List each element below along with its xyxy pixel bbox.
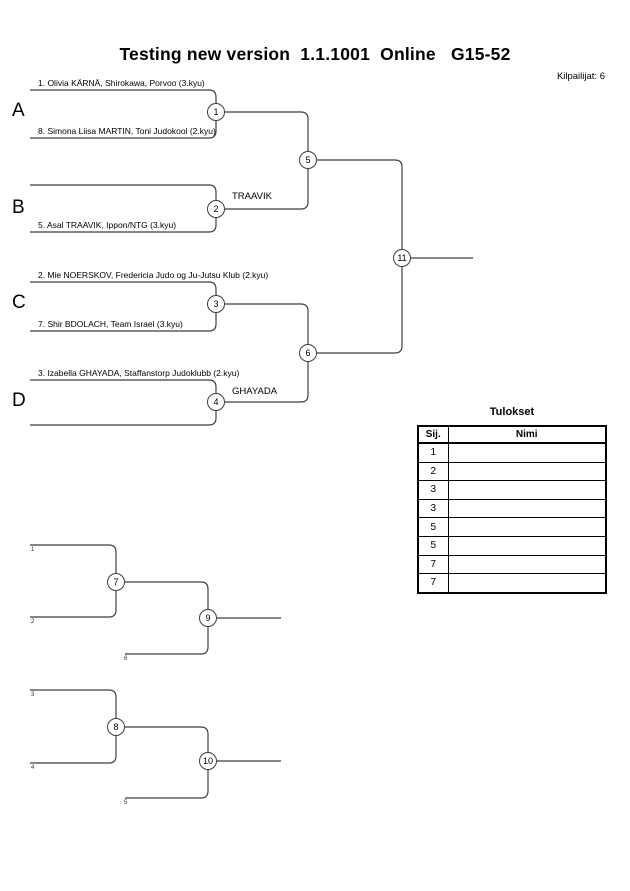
- match-circle-4: 4: [207, 393, 225, 411]
- match-circle-6: 6: [299, 344, 317, 362]
- results-col-sij: Sij.: [417, 425, 449, 444]
- result-rank-cell: 3: [417, 480, 449, 500]
- connector-line: [30, 727, 117, 764]
- result-rank-cell: 5: [417, 517, 449, 537]
- result-row: 7: [417, 573, 607, 594]
- repechage-seed-5: 5: [124, 800, 128, 806]
- match-circle-3: 3: [207, 295, 225, 313]
- match-circle-7: 7: [107, 573, 125, 591]
- result-rank-cell: 1: [417, 442, 449, 463]
- connector-line: [116, 726, 209, 761]
- connector-line: [30, 379, 217, 402]
- player-label: 5. Asal TRAAVIK, Ippon/NTG (3.kyu): [38, 220, 177, 230]
- match-circle-10: 10: [199, 752, 217, 770]
- result-row: 2: [417, 461, 607, 482]
- connector-line: [125, 618, 209, 655]
- winner-label-traavik: TRAAVIK: [232, 191, 272, 202]
- match-circle-9: 9: [199, 609, 217, 627]
- result-name-cell: [447, 535, 607, 556]
- results-header-row: Sij. Nimi: [417, 425, 607, 444]
- match-circle-2: 2: [207, 200, 225, 218]
- connector-line: [30, 281, 217, 304]
- result-name-cell: [447, 480, 607, 500]
- pool-letter-c: C: [12, 292, 26, 313]
- match-circle-11: 11: [393, 249, 411, 267]
- winner-label-ghayada: GHAYADA: [232, 386, 278, 397]
- player-label: 7. Shir BDOLACH, Team Israel (3.kyu): [38, 319, 183, 329]
- pool-letter-d: D: [12, 390, 26, 411]
- results-col-nimi: Nimi: [447, 425, 607, 444]
- connector-line: [216, 111, 309, 160]
- connector-line: [216, 160, 309, 210]
- connector-line: [125, 761, 209, 799]
- connector-line: [116, 581, 209, 618]
- result-name-cell: [447, 442, 607, 463]
- result-rank-cell: 3: [417, 498, 449, 519]
- results-table: Sij. Nimi 1 2 3 3 5: [417, 425, 607, 594]
- result-name-cell: [447, 498, 607, 519]
- result-rank-cell: 7: [417, 554, 449, 575]
- competitor-count-label: Kilpailijat: 6: [556, 71, 605, 82]
- connector-line: [30, 689, 117, 727]
- match-circle-5: 5: [299, 151, 317, 169]
- repechage-seed-2: 2: [31, 619, 35, 625]
- result-row: 1: [417, 442, 607, 463]
- connector-line: [308, 258, 403, 354]
- repechage-seed-6: 6: [124, 656, 128, 662]
- player-label: 1. Olivia KÄRNÄ, Shirokawa, Porvoo (3.ky…: [38, 78, 205, 88]
- result-row: 5: [417, 535, 607, 556]
- connector-line: [216, 353, 309, 403]
- results-title: Tulokset: [489, 406, 535, 418]
- repechage-seed-3: 3: [31, 692, 35, 698]
- match-circle-8: 8: [107, 718, 125, 736]
- connector-line: [30, 184, 217, 209]
- result-rank-cell: 2: [417, 461, 449, 482]
- result-name-cell: [447, 517, 607, 537]
- result-name-cell: [447, 573, 607, 594]
- player-label: 2. Mie NOERSKOV, Fredericia Judo og Ju-J…: [38, 270, 269, 280]
- result-row: 7: [417, 554, 607, 575]
- result-name-cell: [447, 554, 607, 575]
- repechage-seed-1: 1: [31, 547, 35, 553]
- connector-line: [30, 209, 217, 233]
- page-title: Testing new version 1.1.1001 Online G15-…: [119, 44, 511, 64]
- player-label: 8. Simona Liisa MARTIN, Toni Judokool (2…: [38, 126, 216, 136]
- connector-line: [30, 582, 117, 618]
- connector-line: [308, 159, 403, 258]
- connector-line: [30, 112, 217, 139]
- match-circle-1: 1: [207, 103, 225, 121]
- result-row: 5: [417, 517, 607, 537]
- player-label: 3. Izabella GHAYADA, Staffanstorp Judokl…: [38, 368, 240, 378]
- connector-line: [30, 304, 217, 332]
- connector-line: [30, 89, 217, 112]
- connector-line: [30, 544, 117, 582]
- result-name-cell: [447, 461, 607, 482]
- result-row: 3: [417, 480, 607, 500]
- pool-letter-b: B: [12, 197, 25, 218]
- bracket-connectors: [30, 89, 473, 799]
- result-rank-cell: 5: [417, 535, 449, 556]
- result-row: 3: [417, 498, 607, 519]
- repechage-seed-4: 4: [31, 765, 35, 771]
- connector-line: [216, 303, 309, 353]
- result-rank-cell: 7: [417, 573, 449, 594]
- connector-line: [30, 402, 217, 426]
- pool-letter-a: A: [12, 100, 25, 121]
